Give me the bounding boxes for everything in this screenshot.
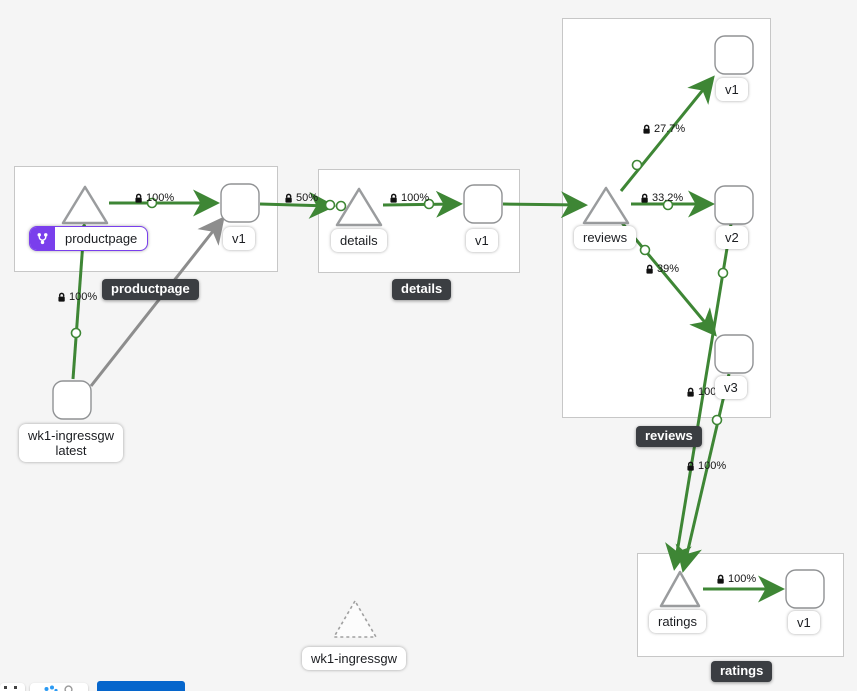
zoom-icon bbox=[4, 686, 7, 689]
edge-details-to-v1[interactable] bbox=[382, 190, 463, 218]
edge-percent: 100% bbox=[69, 291, 98, 303]
node-label-text-line2: latest bbox=[55, 443, 87, 458]
node-label-text: v2 bbox=[725, 230, 739, 245]
edge-ingress-to-productpage[interactable] bbox=[69, 222, 96, 380]
node-label-reviews-v2[interactable]: v2 bbox=[716, 226, 748, 249]
node-label-reviews-v3[interactable]: v3 bbox=[715, 376, 747, 399]
node-ratings-v1[interactable] bbox=[785, 569, 825, 609]
edge-label-ratings-v1: 100% bbox=[716, 573, 756, 585]
lock-icon bbox=[390, 193, 397, 203]
node-label-productpage[interactable]: productpage bbox=[29, 226, 149, 251]
edge-percent: 100% bbox=[401, 192, 430, 204]
edge-details-v1-to-reviews[interactable] bbox=[502, 191, 588, 219]
zoom-icon bbox=[14, 686, 17, 689]
app-version-badge-icon bbox=[30, 227, 55, 250]
node-label-details[interactable]: details bbox=[331, 229, 387, 252]
node-label-text: v3 bbox=[724, 380, 738, 395]
node-productpage-triangle[interactable] bbox=[61, 185, 109, 225]
edge-reviews-v2-to-ratings[interactable] bbox=[665, 223, 733, 571]
edge-percent: 27.7% bbox=[654, 123, 686, 135]
edge-label-v3-ratings: 100% bbox=[686, 460, 726, 472]
edge-label-reviews-v2: 33.2% bbox=[640, 192, 683, 204]
node-label-productpage-v1[interactable]: v1 bbox=[223, 227, 255, 250]
group-badge-ratings: ratings bbox=[711, 661, 773, 682]
node-label-idle-gateway[interactable]: wk1-ingressgw bbox=[302, 647, 406, 670]
lock-icon bbox=[641, 193, 648, 203]
edge-label-ingress-productpage: 100% bbox=[57, 291, 97, 303]
edge-percent: 100% bbox=[146, 192, 175, 204]
node-label-text-line1: wk1-ingressgw bbox=[28, 428, 114, 443]
node-label-ratings[interactable]: ratings bbox=[649, 610, 707, 633]
group-badge-details: details bbox=[392, 279, 452, 300]
edge-waypoint-circles bbox=[70, 159, 729, 426]
node-label-ratings-v1[interactable]: v1 bbox=[788, 611, 820, 634]
node-ingress-workload[interactable] bbox=[52, 380, 92, 420]
node-label-text: reviews bbox=[583, 230, 628, 245]
node-label-reviews[interactable]: reviews bbox=[574, 226, 637, 249]
legend-button-cropped[interactable] bbox=[97, 681, 185, 691]
edge-ingress-to-productpage-v1[interactable] bbox=[89, 216, 225, 387]
node-ratings-triangle[interactable] bbox=[659, 570, 701, 608]
edge-productpage-v1-to-details[interactable] bbox=[259, 191, 336, 219]
graph-control-cropped[interactable] bbox=[30, 683, 88, 691]
lock-icon bbox=[285, 193, 292, 203]
edge-percent: 100% bbox=[698, 460, 727, 472]
lock-icon bbox=[643, 124, 650, 134]
node-productpage-v1[interactable] bbox=[220, 183, 260, 223]
edge-percent: 100% bbox=[728, 573, 757, 585]
lock-icon bbox=[687, 461, 694, 471]
edge-label-reviews-v1: 27.7% bbox=[642, 123, 685, 135]
node-label-details-v1[interactable]: v1 bbox=[466, 229, 498, 252]
node-reviews-triangle[interactable] bbox=[582, 186, 630, 225]
zoom-controls-cropped[interactable] bbox=[0, 683, 25, 691]
node-label-text: ratings bbox=[658, 614, 698, 629]
edge-label-productpage-details: 50% bbox=[284, 192, 318, 204]
group-badge-productpage: productpage bbox=[102, 279, 199, 300]
lock-icon bbox=[58, 292, 65, 302]
edge-percent: 33.2% bbox=[652, 192, 684, 204]
node-label-text: v1 bbox=[797, 615, 811, 630]
circle-icon bbox=[64, 685, 73, 691]
node-reviews-v1[interactable] bbox=[714, 35, 754, 75]
lock-icon bbox=[646, 264, 653, 274]
node-details-triangle[interactable] bbox=[335, 187, 383, 227]
node-label-text: wk1-ingressgw bbox=[311, 651, 397, 666]
node-idle-gateway-triangle[interactable] bbox=[333, 600, 377, 638]
node-label-ingress-workload[interactable]: wk1-ingressgw latest bbox=[19, 424, 123, 462]
lock-icon bbox=[717, 574, 724, 584]
lock-icon bbox=[687, 387, 694, 397]
edge-label-reviews-v3: 39% bbox=[645, 263, 679, 275]
node-details-v1[interactable] bbox=[463, 184, 503, 224]
graph-icon bbox=[44, 685, 58, 691]
node-label-text: productpage bbox=[65, 231, 138, 246]
group-badge-reviews: reviews bbox=[636, 426, 702, 447]
node-reviews-v3[interactable] bbox=[714, 334, 754, 374]
edge-label-details-v1: 100% bbox=[389, 192, 429, 204]
lock-icon bbox=[135, 193, 142, 203]
node-label-text: v1 bbox=[232, 231, 246, 246]
node-label-reviews-v1[interactable]: v1 bbox=[716, 78, 748, 101]
node-reviews-v2[interactable] bbox=[714, 185, 754, 225]
node-label-text: v1 bbox=[725, 82, 739, 97]
edge-percent: 39% bbox=[657, 263, 680, 275]
node-label-text: details bbox=[340, 233, 378, 248]
node-label-text: v1 bbox=[475, 233, 489, 248]
edge-label-productpage-v1: 100% bbox=[134, 192, 174, 204]
edge-reviews-to-v1[interactable] bbox=[619, 75, 715, 192]
edge-reviews-v3-to-ratings[interactable] bbox=[675, 373, 731, 573]
edge-percent: 50% bbox=[296, 192, 319, 204]
